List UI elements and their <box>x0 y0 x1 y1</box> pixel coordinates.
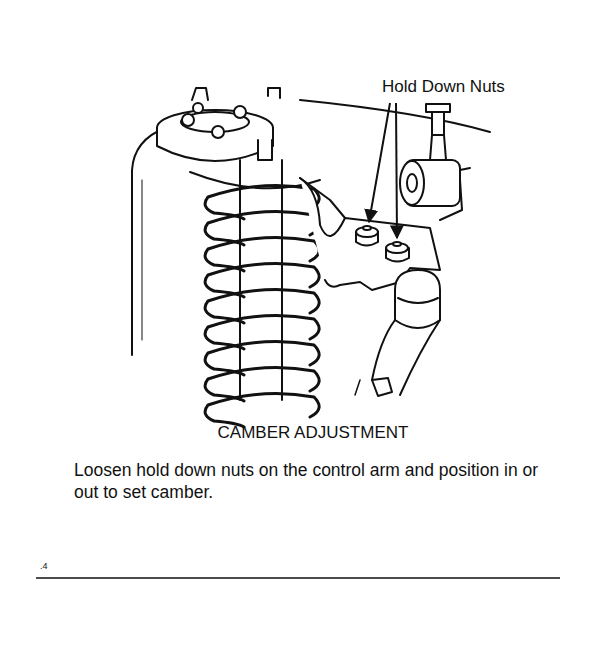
tie-rod <box>426 104 450 135</box>
leader-arrow <box>396 103 397 238</box>
body-outline <box>300 100 490 132</box>
rule-line <box>36 577 560 579</box>
figure-caption: Loosen hold down nuts on the control arm… <box>74 460 542 504</box>
hold-down-nut <box>356 226 378 246</box>
ball-joint <box>395 270 440 328</box>
leader-arrow <box>369 103 390 222</box>
coil-spring <box>205 185 319 427</box>
hold-down-nut <box>386 242 409 262</box>
spring-coil <box>205 393 319 427</box>
figure-title: CAMBER ADJUSTMENT <box>0 423 596 443</box>
part-label: Hold Down Nuts <box>382 77 505 97</box>
page-mark: .4 <box>40 561 48 572</box>
fender-outline <box>132 128 165 355</box>
